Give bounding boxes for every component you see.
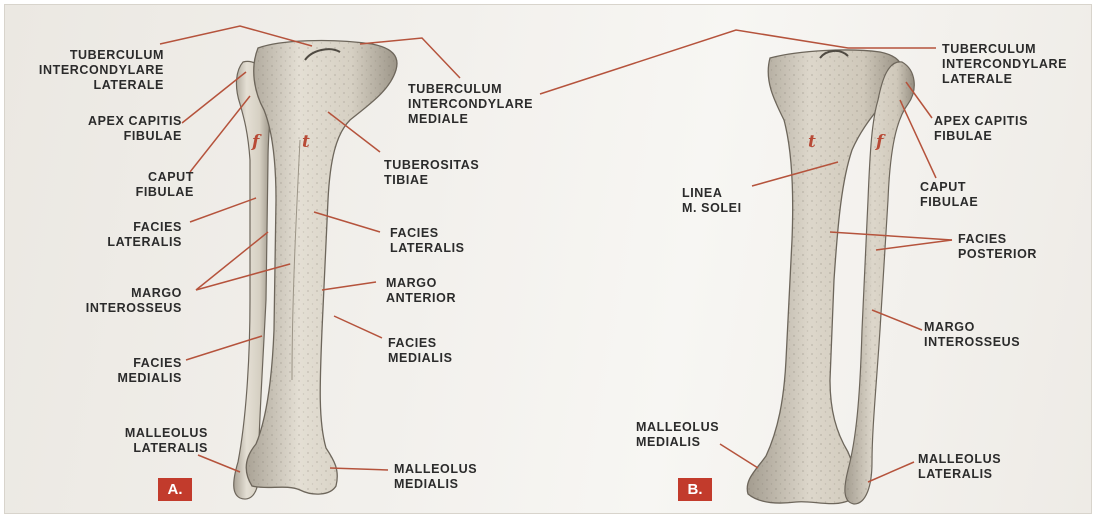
label-a-facies-lateralis: FACIES LATERALIS (107, 220, 182, 250)
label-a-malleolus-medialis: MALLEOLUS MEDIALIS (394, 462, 477, 492)
label-a-margo-anterior: MARGO ANTERIOR (386, 276, 456, 306)
label-b-caput-fibulae: CAPUT FIBULAE (920, 180, 978, 210)
tibia-letter-a: t (302, 132, 310, 152)
leader-a-caput-fibulae (190, 96, 250, 172)
label-b-facies-posterior: FACIES POSTERIOR (958, 232, 1037, 262)
leader-a-facies-medialis-right (334, 316, 382, 338)
panel-b-bones (747, 50, 914, 504)
label-a-tuberculum-mediale: TUBERCULUM INTERCONDYLARE MEDIALE (408, 82, 533, 127)
label-a-caput-fibulae: CAPUT FIBULAE (136, 170, 194, 200)
leader-b-facies-posterior-1 (830, 232, 952, 240)
leader-a-margo-anterior (322, 282, 376, 290)
leader-b-malleolus-lateralis (868, 462, 914, 482)
leader-a-malleolus-medialis (330, 468, 388, 470)
label-b-malleolus-lateralis: MALLEOLUS LATERALIS (918, 452, 1001, 482)
label-b-apex-capitis: APEX CAPITIS FIBULAE (934, 114, 1028, 144)
label-a-facies-lateralis-right: FACIES LATERALIS (390, 226, 465, 256)
leader-a-facies-lateralis (190, 198, 256, 222)
label-b-malleolus-medialis: MALLEOLUS MEDIALIS (636, 420, 719, 450)
leader-b-caput-fibulae (900, 100, 936, 178)
label-a-facies-medialis: FACIES MEDIALIS (117, 356, 182, 386)
panel-a-tag: A. (158, 478, 192, 501)
fibula-letter-b: f (876, 132, 883, 152)
label-b-linea-solei: LINEA M. SOLEI (682, 186, 742, 216)
label-b-margo-interosseus: MARGO INTEROSSEUS (924, 320, 1020, 350)
label-b-tuberculum-laterale: TUBERCULUM INTERCONDYLARE LATERALE (942, 42, 1067, 87)
label-a-malleolus-lateralis: MALLEOLUS LATERALIS (125, 426, 208, 456)
label-a-tuberculum-laterale: TUBERCULUM INTERCONDYLARE LATERALE (39, 48, 164, 93)
label-a-facies-medialis-right: FACIES MEDIALIS (388, 336, 453, 366)
fibula-letter-a: f (252, 132, 259, 152)
panel-a-bones (234, 41, 397, 500)
panel-b-tag: B. (678, 478, 712, 501)
leader-b-facies-posterior-2 (876, 240, 952, 250)
label-a-tuberositas-tibiae: TUBEROSITAS TIBIAE (384, 158, 479, 188)
leader-a-apex-capitis (182, 72, 246, 123)
label-a-apex-capitis: APEX CAPITIS FIBULAE (88, 114, 182, 144)
label-a-margo-interosseus: MARGO INTEROSSEUS (86, 286, 182, 316)
tibia-letter-b: t (808, 132, 816, 152)
leader-a-malleolus-lateralis (198, 455, 240, 472)
leader-b-malleolus-medialis (720, 444, 758, 468)
